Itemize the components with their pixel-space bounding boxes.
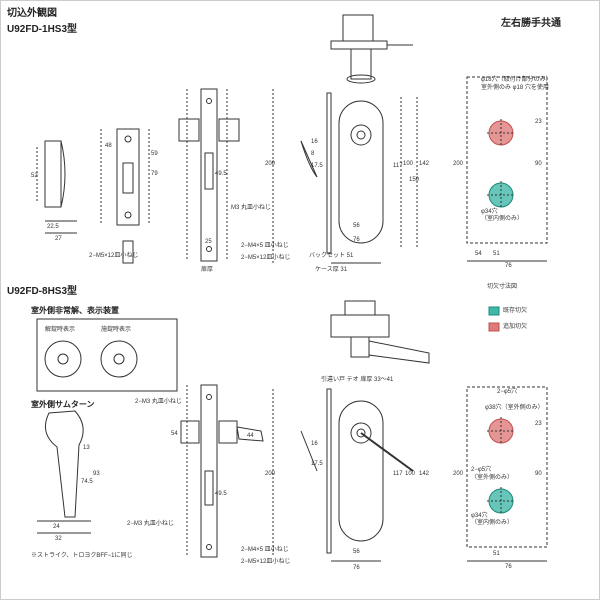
hole-34-note: φ34穴 [481,209,498,215]
dim-76-tmpl: 76 [505,263,512,269]
dim-90: 90 [535,161,542,167]
dim-76-tmpl-bottom: 76 [505,564,512,570]
dim-24: 24 [53,524,60,530]
dim-51-bottom: 51 [493,551,500,557]
dim-13: 13 [83,445,90,451]
thumbturn-label: 室外側サムターン [31,400,95,409]
hole-34-note-b: （室内側のみ） [481,216,524,222]
legend-added-swatch [489,323,499,331]
screw-m3-2-note: 2−M3 丸皿小ねじ [135,399,182,405]
dim-76-bottom: 76 [353,565,360,571]
footnote: ※ストライク、トロヨクBFF−1に同じ [31,553,133,559]
dim-54-bottom: 54 [171,431,178,437]
dim-200-bottom: 200 [265,471,276,477]
dim-56-bottom: 56 [353,549,360,555]
strike-side-view [37,141,77,233]
dim-200-tmpl-bottom: 200 [453,471,464,477]
dim-23-bottom: 23 [535,421,542,427]
screw-m5-note-strike: 2−M5×12皿小ねじ [89,253,139,259]
escutcheon-bottom [273,389,413,561]
legend-added-label: 追加切欠 [503,324,528,330]
dim-200-tmpl: 200 [453,161,464,167]
model-bottom: U92FD-8HS3型 [7,286,78,297]
dim-49-5-bottom: 49.5 [215,491,227,497]
dim-59: 59 [151,151,158,157]
dim-44: 44 [247,433,254,439]
thumbturn-view [37,411,91,533]
screw-m3-note: M3 丸皿小ねじ [231,205,272,211]
screw-m3-2-note-b: 2−M3 丸皿小ねじ [127,521,174,527]
dim-117: 117 [393,163,403,169]
cut-dimension-label: 切欠寸法図 [487,284,518,290]
model-top: U92FD-1HS3型 [7,24,78,35]
dim-100-bottom: 100 [405,471,416,477]
display-indicators [37,319,177,391]
lock-body-top [179,89,239,261]
dim-76: 76 [353,237,360,243]
dim-25-top: 25 [205,239,212,245]
strike-front-view [101,129,149,263]
dim-200-top: 200 [265,161,276,167]
legend-existing-label: 既存切欠 [503,308,528,314]
hole-18-note-b: 室外側のみ φ18 穴を使用 [481,85,549,91]
cut-template-top [467,77,547,261]
hole-18-note: φ18穴（取付け部分のみ） [481,77,552,83]
case-width-note: ケース厚 31 [315,267,348,273]
lever-top-view [331,301,429,363]
dim-48: 48 [105,143,112,149]
dim-56: 56 [353,223,360,229]
dim-17-5-bottom: 17.5 [311,461,323,467]
indoor-display-label: 室外側非常解、表示装置 [31,306,119,315]
dim-16-bottom: 16 [311,441,318,447]
dim-79: 79 [151,171,158,177]
hole-5-note: 2−φ5穴 [471,467,492,473]
dim-142-bottom: 142 [419,471,430,477]
screw-m4-note: 2−M4×5 皿小ねじ [241,243,289,249]
dim-74-5: 74.5 [81,479,93,485]
dim-23: 23 [535,119,542,125]
screw-m5-note-b: 2−M5×12皿小ねじ [241,559,291,565]
lock-label: 施錠時表示 [101,327,132,333]
dim-52: 52 [31,173,38,179]
lock-body-bottom [181,385,263,557]
legend-existing-swatch [489,307,499,315]
page-title: 切込外観図 [7,8,57,19]
dim-90-bottom: 90 [535,471,542,477]
hole-5-note-top: 2−φ5穴 [497,389,518,395]
dim-150: 150 [409,177,420,183]
screw-m5-note: 2−M5×12皿小ねじ [241,255,291,261]
dim-93: 93 [93,471,100,477]
cylinder-top-view [331,15,413,83]
cut-template-bottom [467,387,547,561]
dim-117-bottom: 117 [393,471,403,477]
dim-54: 54 [475,251,482,257]
unlock-label: 解錠時表示 [45,327,76,333]
door-range-note: 扉厚 [201,267,214,273]
dim-22-5: 22.5 [47,224,59,230]
escutcheon-top [273,89,417,263]
dim-142: 142 [419,161,430,167]
dim-27: 27 [55,236,62,242]
hole-38-note: φ38穴（室外側のみ） [485,405,544,411]
hole-5-note-b: （室外側のみ） [471,475,514,481]
dim-49-5: 49.5 [215,171,227,177]
dim-17-5: 17.5 [311,163,323,169]
dim-32: 32 [55,536,62,542]
dim-8: 8 [311,151,315,157]
screw-m4-note-b: 2−M4×5 皿小ねじ [241,547,289,553]
backset-note: バックセット 51 [309,253,354,259]
dim-100: 100 [403,161,414,167]
pull-note: 引違い戸 テオ 扉厚 33〜41 [321,377,394,383]
hole-34-note-bottom: φ34穴 [471,513,488,519]
common-note: 左右勝手共通 [501,18,561,29]
dim-51: 51 [493,251,500,257]
dim-16: 16 [311,139,318,145]
hole-34-note-bottom-b: （室内側のみ） [471,520,514,526]
